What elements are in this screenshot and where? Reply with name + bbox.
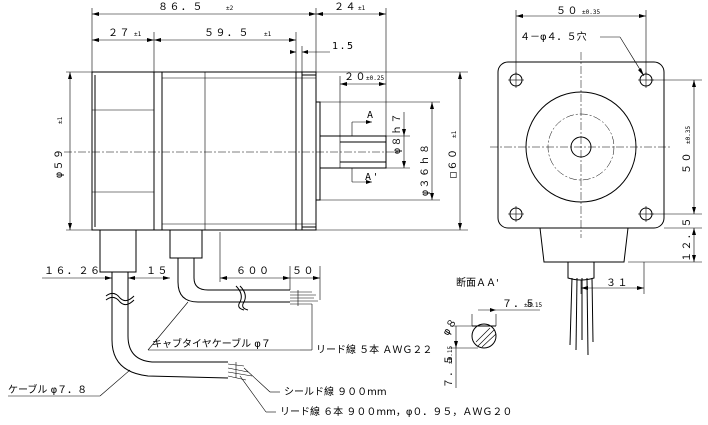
section-a2-label: A'	[365, 172, 380, 183]
front-dimensions	[515, 10, 702, 294]
dim-flat-depth: ７．５	[444, 354, 455, 389]
lead6-label: リード線 ６本 ９００mm，φ０．９５，ＡＷＧ２０	[280, 405, 512, 418]
dim-front-height-tol: ±0.35	[685, 126, 692, 144]
dim-body-dia: φ５９	[54, 147, 65, 178]
dim-flange-sq: □６０	[448, 147, 459, 178]
dim-front-len-tol: ±1	[264, 31, 272, 38]
dim-rear-len-tol: ±1	[134, 31, 142, 38]
dim-shaft-length-tol: ±1	[358, 5, 366, 12]
dim-flat-width: ７．５	[502, 299, 537, 310]
dim-front-height: ５０	[682, 151, 693, 174]
section-circle	[471, 323, 497, 349]
dim-15: １５	[146, 266, 169, 277]
dim-front-width: ５０	[556, 6, 579, 17]
dim-overall-length: ８６．５	[158, 2, 204, 13]
dim-600: ６００	[236, 266, 271, 277]
dim-flange-thk: 1.5	[332, 41, 355, 52]
dim-shaft-length: ２４	[334, 2, 357, 13]
lead5-label: リード線 ５本 ＡＷＧ２２	[316, 343, 432, 356]
dim-key-len: ２０	[344, 72, 367, 83]
dim-side-offset: １２．５	[682, 216, 693, 262]
dim-overall-length-tol: ±2	[226, 5, 234, 12]
dim-flat-width-tol: ±0.15	[524, 302, 542, 309]
motor-body	[161, 71, 317, 231]
dim-flange-sq-tol: ±1	[451, 130, 458, 138]
dim-key-len-tol: ±0.25	[366, 75, 384, 82]
dim-front-len: ５９．５	[204, 28, 250, 39]
dim-bottom-offset: ３１	[606, 278, 629, 289]
cable-label: ケーブル φ７．８	[8, 383, 87, 396]
rear-cover	[91, 71, 155, 231]
front-view	[490, 52, 672, 356]
dim-shaft-dia: φ８ｈ７	[391, 112, 403, 154]
dim-front-width-tol: ±0.35	[582, 9, 600, 16]
shield-label: シールド線 ９００mm	[284, 385, 387, 398]
holes-callout: ４－φ４．５穴	[520, 30, 587, 43]
side-view	[64, 71, 400, 273]
dim-flat-depth-tol: ±0.15	[447, 346, 454, 364]
section-aa	[450, 308, 540, 388]
dim-flat-dia: φ８	[441, 316, 460, 338]
cables	[105, 258, 318, 381]
section-a-label: A	[367, 110, 375, 121]
dim-pilot-dia: φ３６ｈ８	[419, 142, 431, 196]
cabtire-label: キャブタイヤケーブル φ７	[152, 337, 271, 350]
dim-50: ５０	[292, 266, 315, 277]
section-title: 断面ＡＡ'	[456, 276, 499, 289]
dim-1626: １６．２６	[44, 266, 102, 277]
side-vertical-dimensions	[66, 71, 468, 231]
dim-rear-len: ２７	[108, 28, 131, 39]
flange	[295, 71, 303, 231]
cable-dimensions	[8, 232, 321, 413]
pilot	[315, 101, 321, 201]
rear-ring	[153, 71, 163, 231]
dim-body-dia-tol: ±1	[57, 116, 64, 124]
